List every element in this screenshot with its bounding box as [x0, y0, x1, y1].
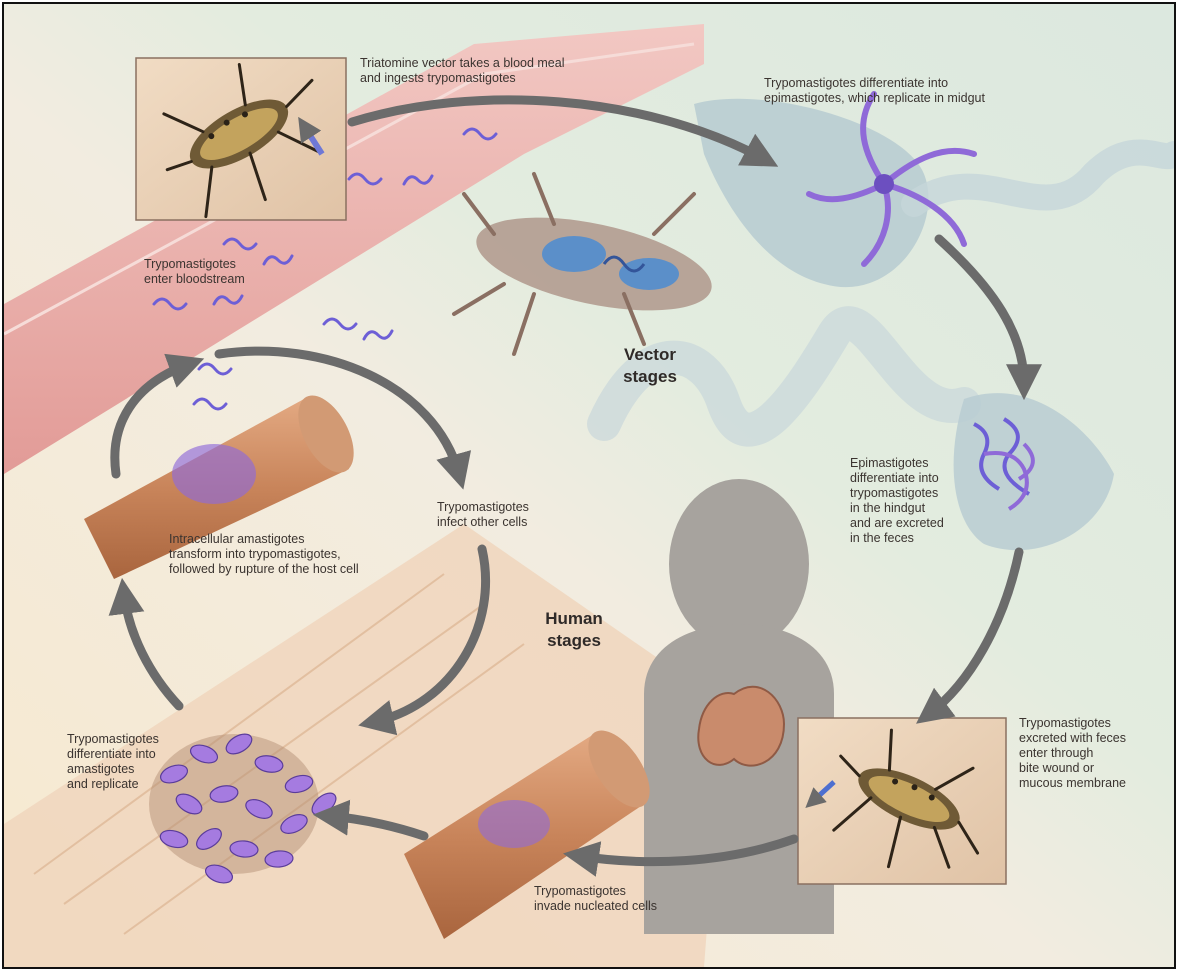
blood-meal-label: Triatomine vector takes a blood meal and…: [360, 56, 565, 86]
replicate-label: Trypomastigotes differentiate into amast…: [67, 732, 159, 792]
bloodstream-label: Trypomastigotes enter bloodstream: [144, 257, 245, 287]
life-cycle-illustration: [4, 4, 1174, 967]
rupture-label: Intracellular amastigotes transform into…: [169, 532, 359, 577]
excretion-bug-box: [798, 715, 1009, 898]
blood-meal-bug-box: [136, 37, 352, 235]
excreted-label: Trypomastigotes excreted with feces ente…: [1019, 716, 1126, 791]
infect-other-label: Trypomastigotes infect other cells: [437, 500, 529, 530]
vector-stages-label: Vector stages: [600, 344, 700, 388]
human-stages-label: Human stages: [524, 608, 624, 652]
invade-label: Trypomastigotes invade nucleated cells: [534, 884, 657, 914]
hindgut-label: Epimastigotes differentiate into trypoma…: [850, 456, 944, 546]
midgut-label: Trypomastigotes differentiate into epima…: [764, 76, 985, 106]
